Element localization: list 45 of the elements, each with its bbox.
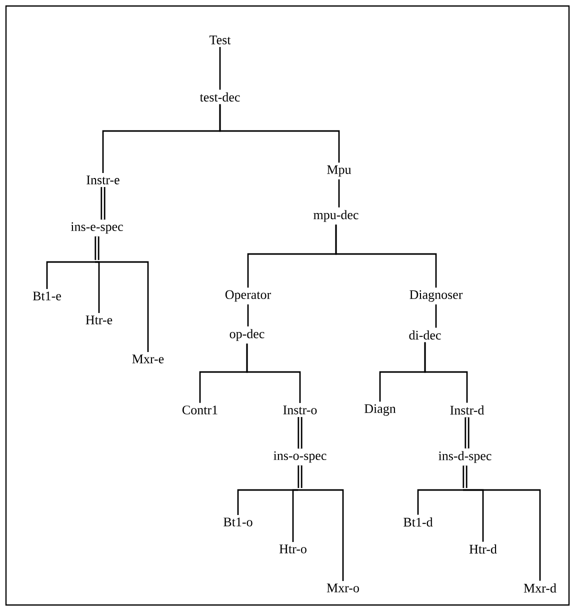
node-label: Operator	[225, 290, 271, 302]
connector	[298, 489, 344, 581]
node-label: op-dec	[230, 329, 264, 341]
node-label: Contr1	[182, 406, 218, 414]
node-label: ins-o-spec	[274, 451, 326, 463]
connector	[95, 261, 149, 352]
connector	[335, 224, 437, 288]
node-label: Diagnoser	[410, 290, 463, 302]
node-label: Instr-d	[450, 405, 484, 415]
node-label: Htr-o	[279, 544, 306, 554]
connector	[219, 104, 340, 163]
connector	[338, 179, 340, 208]
node-label: Bt1-o	[224, 518, 252, 526]
connector	[298, 417, 302, 449]
node-label: ins-d-spec	[438, 451, 492, 463]
connector	[292, 489, 298, 542]
connector	[417, 489, 463, 515]
node-label: Htr-e	[86, 316, 112, 324]
connector	[424, 342, 468, 403]
connector-trunk	[298, 465, 302, 488]
connector	[464, 417, 470, 448]
connector-trunk	[94, 236, 100, 260]
node-label: Bt1-d	[404, 517, 433, 527]
connector-trunk	[462, 466, 468, 488]
node-label: Mpu	[327, 165, 352, 177]
node-label: test-dec	[200, 92, 240, 102]
node-label: Instr-e	[86, 176, 120, 184]
node-label: di-dec	[409, 330, 441, 340]
node-label: Instr-o	[283, 406, 317, 414]
connector	[246, 344, 301, 403]
node-label: ins-e-spec	[70, 222, 123, 234]
connector	[100, 187, 106, 220]
node-label: Bt1-e	[32, 292, 61, 300]
node-label: Diagn	[364, 404, 396, 416]
node-label: Htr-d	[469, 544, 497, 554]
node-label: Mxr-o	[326, 584, 359, 592]
node-label: Mxr-e	[132, 354, 164, 364]
connector	[46, 261, 95, 289]
connector	[463, 489, 541, 581]
node-label: Mxr-d	[524, 583, 556, 593]
connector	[219, 47, 221, 90]
node-label: Test	[210, 36, 231, 44]
node-label: mpu-dec	[314, 210, 358, 222]
connector	[247, 304, 249, 326]
connector	[435, 304, 437, 328]
